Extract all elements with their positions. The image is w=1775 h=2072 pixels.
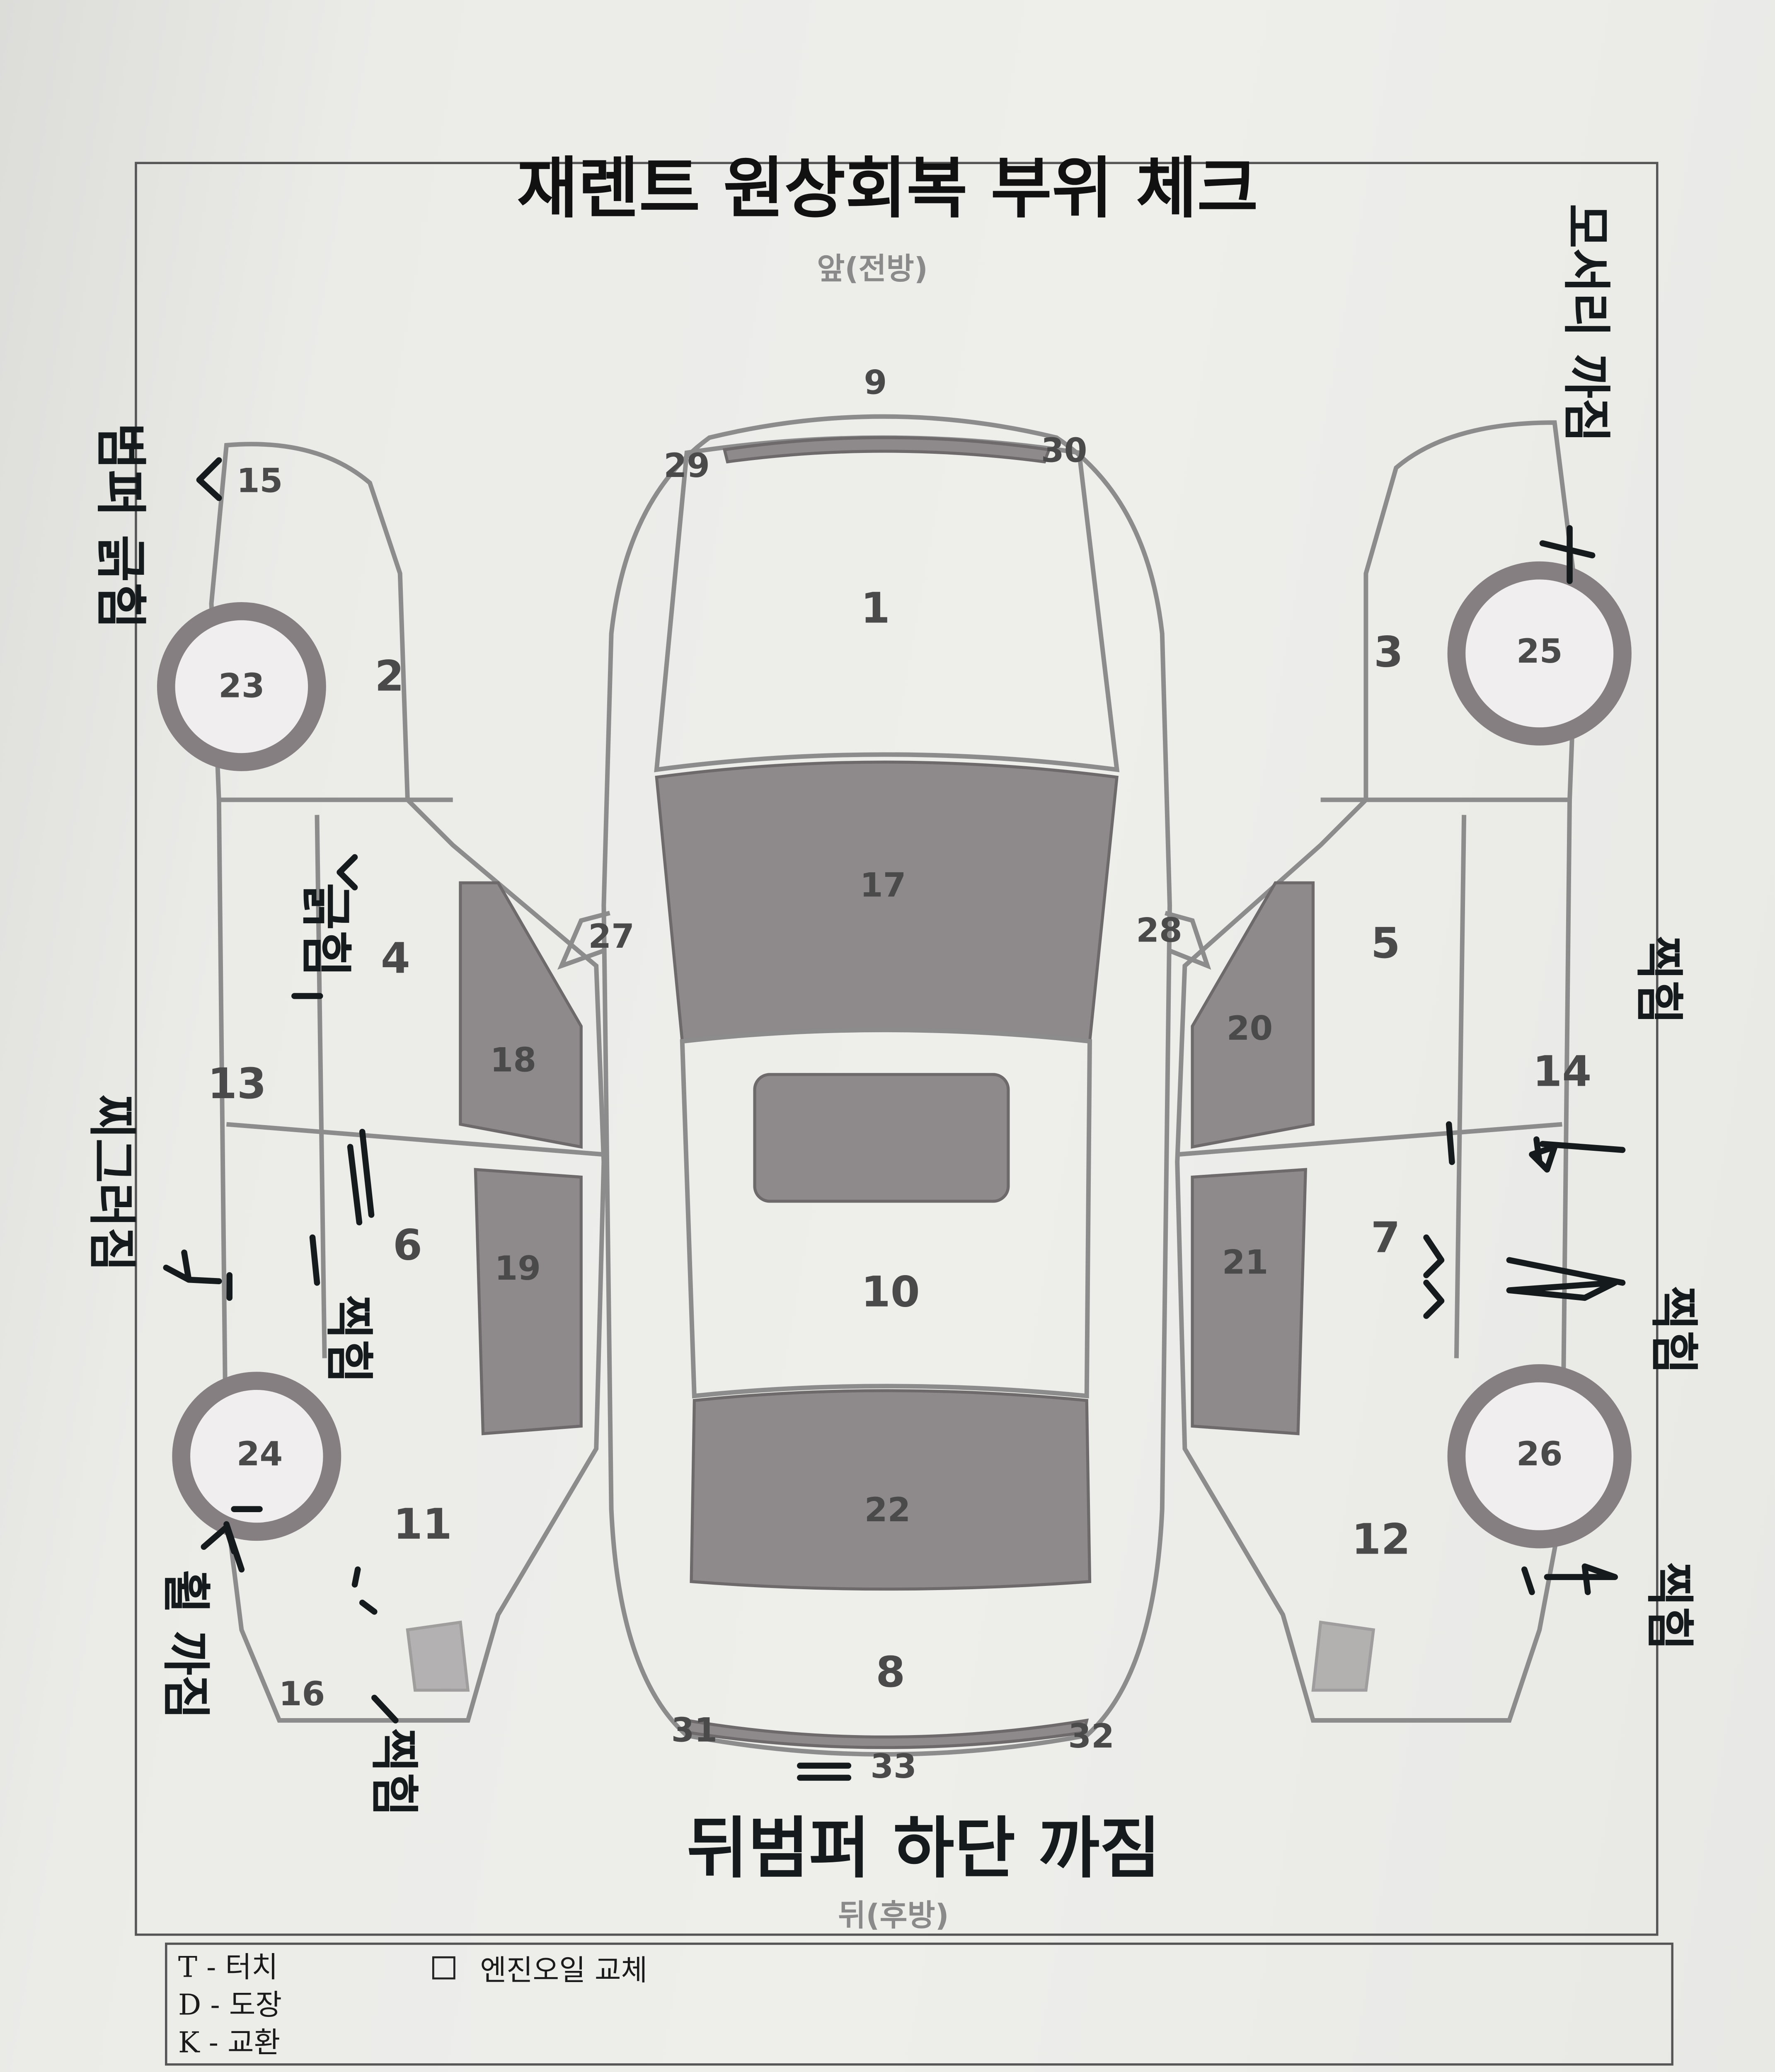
part-3[interactable]: 3 [1374,627,1403,677]
note-right-front-corner: 모서리 까짐 [1558,204,1614,443]
part-16[interactable]: 16 [279,1675,325,1713]
note-rear-bumper: 뒤범퍼 하단 까짐 [687,1810,1160,1887]
part-4[interactable]: 4 [381,934,410,983]
part-5[interactable]: 5 [1371,919,1400,968]
window-panel-18 [459,881,583,1149]
part-27[interactable]: 27 [588,917,634,956]
part-6[interactable]: 6 [393,1220,422,1270]
note-left-rear-door: 찍힘 [320,1295,376,1384]
car-left-side [157,442,606,1723]
part-9[interactable]: 9 [864,363,887,402]
note-left-front-bumper: 범퍼 긁힘 [90,423,150,629]
part-31[interactable]: 31 [671,1711,717,1750]
note-right-rear-quarter: 찍힘 [1641,1562,1697,1651]
part-24[interactable]: 24 [237,1435,283,1473]
window-panel-21 [1191,1168,1307,1435]
legend-touch: T - 터치 [178,1951,278,1984]
part-15[interactable]: 15 [237,461,283,500]
part-26[interactable]: 26 [1516,1435,1562,1473]
part-18[interactable]: 18 [490,1041,536,1080]
part-numbers: 9 29 30 1 17 27 28 10 22 8 31 32 33 15 2… [208,363,1591,1786]
part-13[interactable]: 13 [208,1059,266,1109]
part-8[interactable]: 8 [876,1648,905,1697]
part-22[interactable]: 22 [864,1491,911,1529]
part-25[interactable]: 25 [1516,632,1562,670]
part-32[interactable]: 32 [1068,1717,1114,1755]
window-panel-19 [474,1168,583,1435]
part-28[interactable]: 28 [1136,911,1182,950]
part-2[interactable]: 2 [375,652,404,701]
note-left-rocker: 찌그러짐 [84,1094,140,1272]
part-10[interactable]: 10 [861,1267,920,1317]
diagram-frame [135,162,1659,1936]
part-14[interactable]: 14 [1533,1047,1591,1097]
part-7[interactable]: 7 [1371,1213,1400,1262]
part-20[interactable]: 20 [1227,1009,1273,1048]
part-29[interactable]: 29 [664,446,710,485]
part-23[interactable]: 23 [218,667,264,705]
note-left-rear-quarter: 찍힘 [366,1728,422,1817]
part-30[interactable]: 30 [1041,431,1087,470]
car-right-side [1175,420,1632,1723]
part-17[interactable]: 17 [860,866,906,904]
legend-paint: D - 도장 [178,1989,282,2022]
sunroof-panel [753,1073,1010,1203]
legend-frame [165,1942,1673,2066]
note-right-rear-door: 찍힘 [1646,1286,1702,1375]
part-12[interactable]: 12 [1351,1515,1410,1564]
legend: T - 터치 D - 도장 K - 교환 엔진오일 교체 [178,1951,647,2060]
note-left-front-door: 긁힘 [295,883,355,977]
car-top-view [557,414,1211,1757]
rear-window-panel-22 [690,1389,1092,1591]
part-33[interactable]: 33 [870,1747,916,1786]
note-right-rocker: 찍힘 [1630,936,1686,1024]
part-1[interactable]: 1 [861,584,890,633]
part-11[interactable]: 11 [393,1500,452,1549]
front-label: 앞(전방) [817,252,928,287]
window-panel-20 [1191,881,1315,1149]
rear-label: 뒤(후방) [838,1898,949,1933]
engine-oil-checkbox[interactable] [432,1956,455,1980]
handwritten-annotations: 범퍼 긁힘 긁힘 찌그러짐 찍힘 휠 까짐 찍힘 뒤범퍼 하단 까짐 모서리 까… [84,204,1702,1887]
part-21[interactable]: 21 [1222,1243,1268,1282]
note-left-rear-wheel: 휠 까짐 [157,1569,213,1719]
part-19[interactable]: 19 [495,1249,541,1288]
form-title: 재렌트 원상회복 부위 체크 [517,150,1258,227]
engine-oil-label: 엔진오일 교체 [480,1954,647,1987]
legend-replace: K - 교환 [178,2026,280,2060]
